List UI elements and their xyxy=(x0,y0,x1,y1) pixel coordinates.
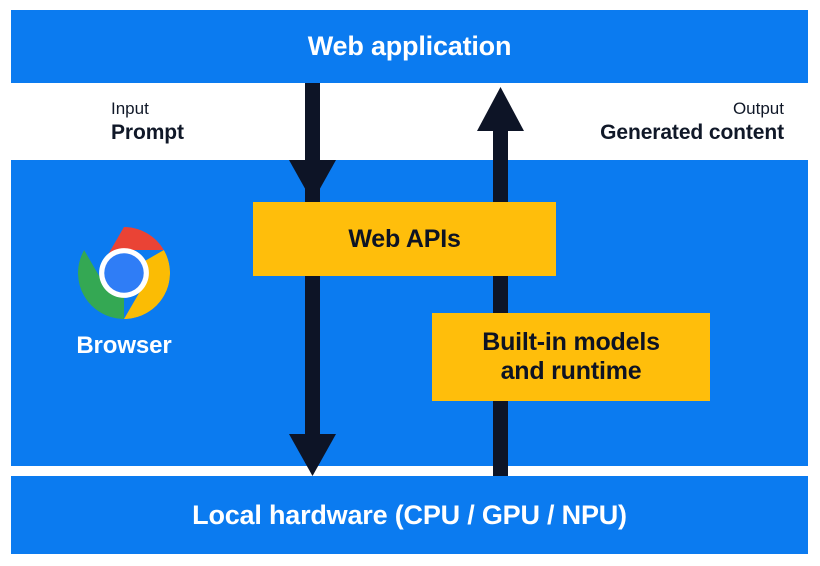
flow-output-kind: Output xyxy=(732,99,784,118)
layer-browser-label: Browser xyxy=(76,332,172,359)
component-built-in-models-label: Built-in models and runtime xyxy=(482,328,660,386)
layer-local-hardware: Local hardware (CPU / GPU / NPU) xyxy=(11,476,808,554)
layer-local-hardware-label: Local hardware (CPU / GPU / NPU) xyxy=(192,499,627,530)
chrome-logo-icon xyxy=(78,226,170,320)
flow-input-value: Prompt xyxy=(111,120,184,144)
flow-input-kind: Input xyxy=(111,99,149,118)
flow-output-annotation: Output Generated content xyxy=(600,99,784,145)
component-built-in-models[interactable]: Built-in models and runtime xyxy=(432,313,710,401)
component-web-apis-label: Web APIs xyxy=(348,224,461,253)
component-built-in-models-label-line-1: Built-in models xyxy=(482,328,660,356)
flow-output-value: Generated content xyxy=(600,120,784,144)
layer-web-application-label: Web application xyxy=(307,31,512,61)
component-web-apis[interactable]: Web APIs xyxy=(253,202,556,276)
component-built-in-models-label-line-2: and runtime xyxy=(500,357,642,385)
layer-web-application: Web application xyxy=(11,10,808,83)
browser-identity-block: Browser xyxy=(48,226,200,360)
flow-input-annotation: Input Prompt xyxy=(111,99,184,145)
